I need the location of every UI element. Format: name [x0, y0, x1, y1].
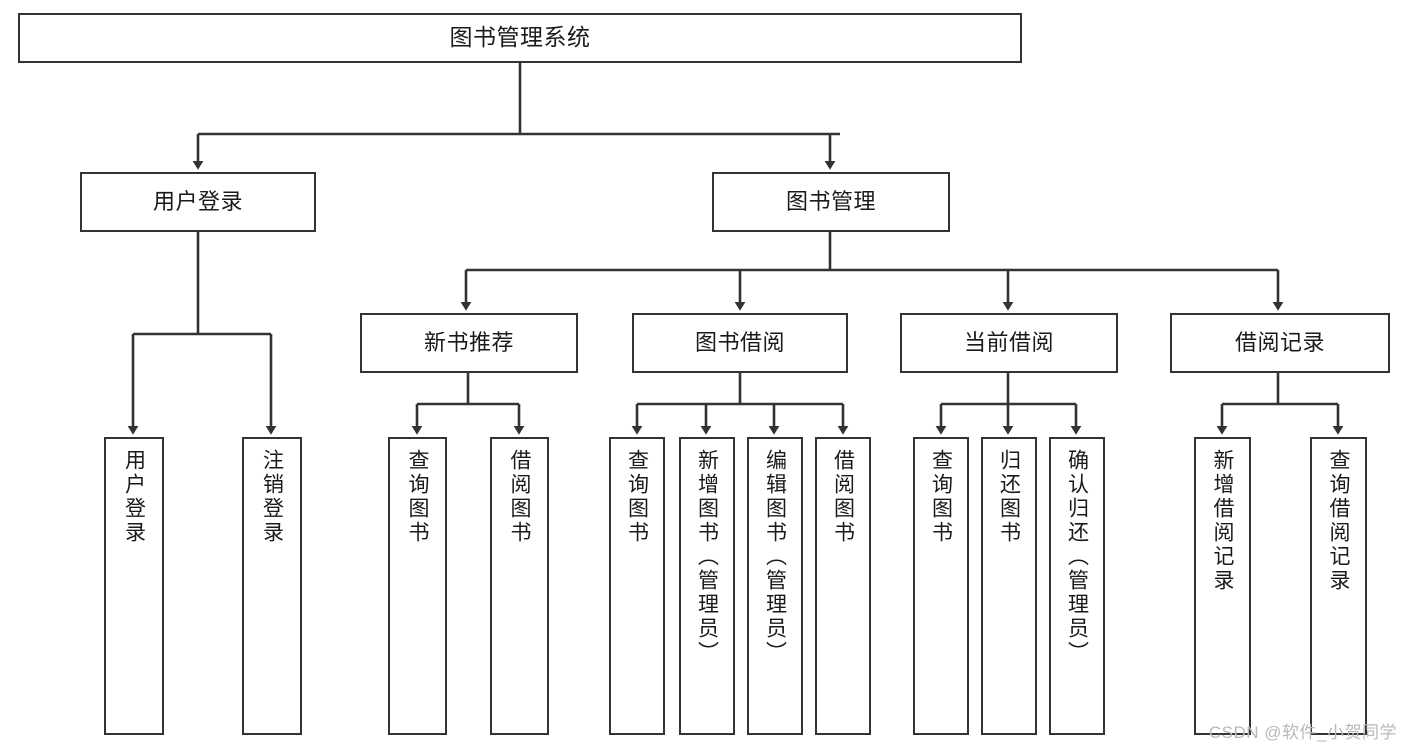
leaf-label: 归还图书 [997, 449, 1021, 545]
leaf-user-login-signin[interactable]: 用户登录 [104, 437, 164, 735]
node-current-borrow[interactable]: 当前借阅 [900, 313, 1118, 373]
leaf-label: 借阅图书 [508, 449, 531, 545]
node-borrow-record[interactable]: 借阅记录 [1170, 313, 1390, 373]
leaf-label: 用户登录 [122, 449, 146, 545]
leaf-label: 查询图书 [625, 449, 649, 545]
node-user-login[interactable]: 用户登录 [80, 172, 316, 232]
node-label: 图书借阅 [694, 329, 785, 355]
node-book-borrow[interactable]: 图书借阅 [632, 313, 848, 373]
leaf-new-book-borrow[interactable]: 借阅图书 [490, 437, 549, 735]
leaf-current-borrow-confirm-admin[interactable]: 确认归还（管理员） [1049, 437, 1105, 735]
node-new-book-recommend[interactable]: 新书推荐 [360, 313, 578, 373]
leaf-borrow-record-query[interactable]: 查询借阅记录 [1310, 437, 1367, 735]
leaf-label: 确认归还（管理员） [1065, 449, 1089, 665]
leaf-label: 注销登录 [260, 449, 284, 545]
node-label: 新书推荐 [423, 329, 514, 355]
leaf-label: 编辑图书（管理员） [763, 449, 787, 665]
node-label: 借阅记录 [1234, 329, 1325, 355]
node-book-manage[interactable]: 图书管理 [712, 172, 950, 232]
leaf-borrow-record-add[interactable]: 新增借阅记录 [1194, 437, 1251, 735]
leaf-book-borrow-add-admin[interactable]: 新增图书（管理员） [679, 437, 735, 735]
leaf-book-borrow-lend[interactable]: 借阅图书 [815, 437, 871, 735]
node-root-system[interactable]: 图书管理系统 [18, 13, 1022, 63]
leaf-label: 借阅图书 [831, 449, 855, 545]
leaf-label: 新增图书（管理员） [695, 449, 719, 665]
leaf-current-borrow-return[interactable]: 归还图书 [981, 437, 1037, 735]
leaf-label: 查询图书 [406, 449, 429, 545]
watermark-credit: CSDN @软件_小贺同学 [1208, 723, 1397, 742]
node-label: 图书管理 [785, 188, 876, 214]
node-label: 图书管理系统 [449, 24, 591, 51]
node-label: 当前借阅 [963, 329, 1054, 355]
leaf-book-borrow-edit-admin[interactable]: 编辑图书（管理员） [747, 437, 803, 735]
leaf-label: 查询借阅记录 [1327, 449, 1350, 593]
leaf-user-login-signout[interactable]: 注销登录 [242, 437, 302, 735]
node-label: 用户登录 [152, 188, 243, 214]
leaf-label: 查询图书 [929, 449, 953, 545]
leaf-new-book-query[interactable]: 查询图书 [388, 437, 447, 735]
leaf-label: 新增借阅记录 [1211, 449, 1234, 593]
leaf-book-borrow-query[interactable]: 查询图书 [609, 437, 665, 735]
leaf-current-borrow-query[interactable]: 查询图书 [913, 437, 969, 735]
